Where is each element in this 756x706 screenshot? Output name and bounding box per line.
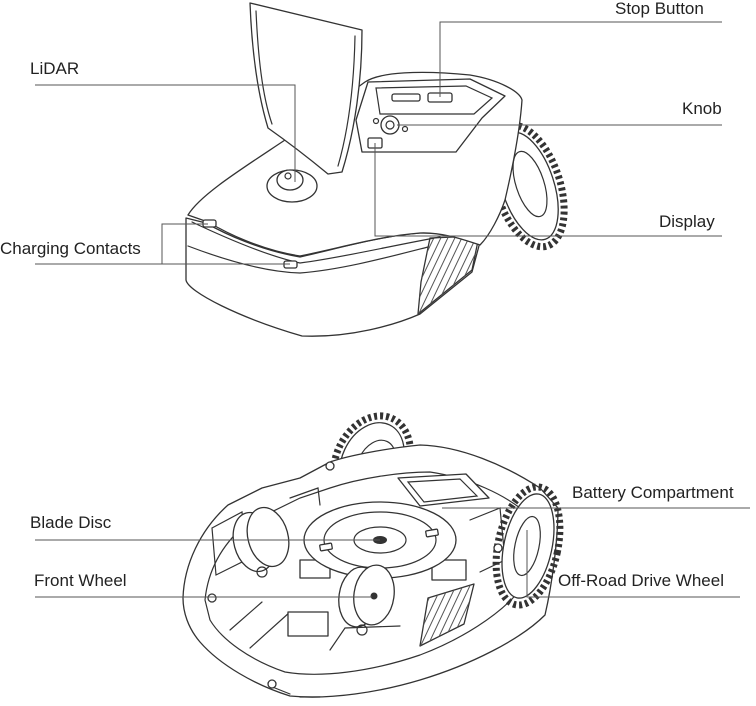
vent-outline	[419, 583, 475, 647]
vent-slat	[418, 236, 455, 314]
panel-recess	[375, 85, 494, 115]
front-wheel-left	[232, 506, 290, 578]
underside-ribs	[211, 487, 506, 698]
rib	[329, 625, 401, 651]
label-lidar: LiDAR	[30, 59, 80, 78]
vent-slat	[418, 236, 441, 314]
logo-plate	[391, 93, 421, 102]
battery-compartment	[397, 473, 490, 507]
knob-center	[385, 120, 395, 130]
label-front-wheel: Front Wheel	[34, 571, 127, 590]
drive-wheel-tread	[492, 483, 564, 609]
vent-slat	[418, 236, 462, 314]
lidar-sensor	[276, 169, 304, 191]
rib	[229, 601, 263, 631]
skirt-line	[187, 245, 429, 274]
label-knob: Knob	[682, 99, 722, 118]
front-wheel-axle	[356, 624, 368, 636]
top-mower-illustration	[185, 2, 568, 337]
lidar-flap	[249, 2, 363, 175]
underside-vent-grill	[419, 583, 475, 647]
rib-box	[431, 559, 467, 581]
knob[interactable]	[380, 115, 400, 135]
panel-indicator	[401, 125, 409, 133]
screw	[207, 593, 217, 603]
screw	[325, 461, 335, 471]
label-battery-compartment: Battery Compartment	[572, 483, 734, 502]
flap-edge	[255, 10, 273, 125]
lidar-lens	[284, 172, 292, 180]
label-charging-contacts: Charging Contacts	[0, 239, 141, 258]
leader-line-lidar	[35, 84, 296, 182]
leader-line-stop-button	[439, 21, 722, 97]
panel-indicator	[372, 117, 380, 125]
front-wheel-hub	[370, 592, 378, 600]
front-wheel-axle	[256, 566, 268, 578]
rear-wheel-hub	[512, 150, 548, 218]
rib	[289, 487, 321, 506]
label-off-road-drive-wheel: Off-Road Drive Wheel	[558, 571, 724, 590]
lidar-dome	[266, 169, 318, 203]
label-blade-disc: Blade Disc	[30, 513, 112, 532]
rib	[249, 611, 291, 649]
front-wheel-face	[246, 506, 290, 568]
shell-front-edge	[191, 221, 441, 264]
label-stop-button: Stop Button	[615, 0, 704, 18]
blade	[319, 542, 333, 552]
leader-lines	[35, 21, 750, 598]
flap-edge	[337, 35, 356, 167]
leader-line-display	[374, 143, 722, 237]
screw	[267, 679, 277, 689]
label-display: Display	[659, 212, 715, 231]
screw	[493, 543, 503, 553]
leader-line-off-road-drive-wheel	[526, 530, 740, 598]
bottom-mower-illustration	[182, 412, 564, 698]
flap-panel	[249, 2, 363, 175]
drive-wheel-rim	[501, 493, 555, 599]
rib-box	[287, 611, 329, 637]
leader-line-charging-contacts-branch	[161, 223, 208, 264]
blade	[425, 528, 439, 538]
battery-cover-inner	[406, 478, 479, 503]
drive-wheel-hub	[513, 515, 541, 577]
vent-slat	[418, 236, 448, 314]
off-road-drive-wheel	[492, 483, 564, 609]
